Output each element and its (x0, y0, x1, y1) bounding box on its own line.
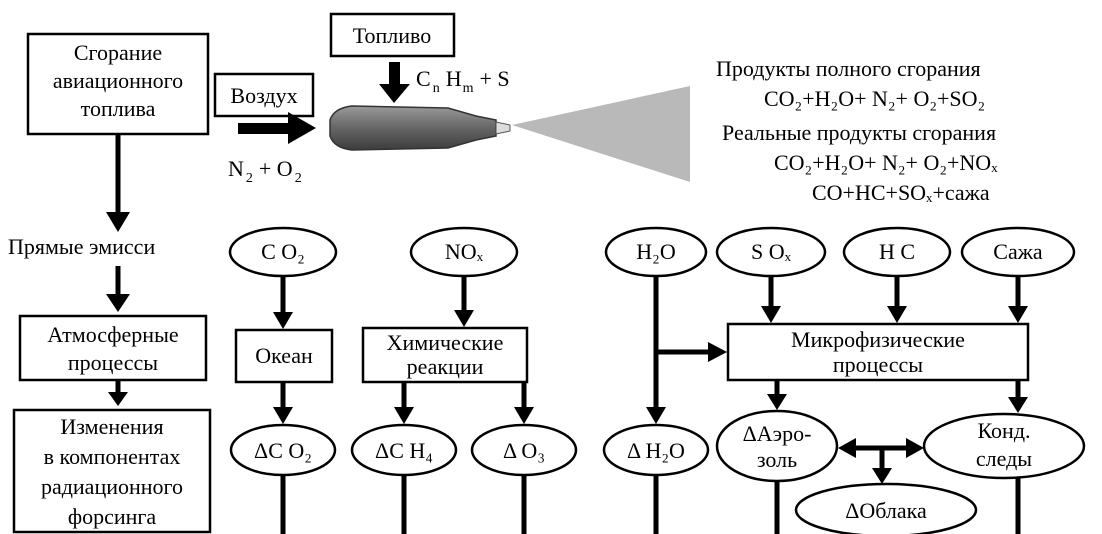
engine-nacelle (329, 105, 511, 151)
svg-text:Океан: Океан (255, 343, 313, 368)
svg-text:Конд.: Конд. (977, 418, 1030, 443)
chemical-reactions-box: Химические реакции (361, 326, 529, 384)
change-dch4: ΔC H₄ (350, 423, 458, 477)
svg-text:реакции: реакции (407, 354, 484, 379)
arrow-soot-micro (1008, 276, 1028, 323)
changes-line-4: форсинга (68, 504, 157, 529)
svg-text:Δ H₂O: Δ H₂O (627, 438, 685, 463)
svg-text:ΔОблака: ΔОблака (845, 498, 927, 523)
fuel-box: Топливо (329, 12, 456, 58)
microphysical-box: Микрофизические процессы (726, 322, 1030, 382)
svg-text:S Oₓ: S Oₓ (751, 239, 792, 264)
ocean-box: Океан (234, 328, 334, 384)
arrow-co2-ocean (273, 276, 293, 329)
svg-text:Химические: Химические (387, 330, 504, 355)
fuel-arrow (379, 62, 410, 103)
emission-hc: H C (842, 226, 952, 278)
svg-text:Воздух: Воздух (230, 83, 297, 108)
arrow-sox-micro (761, 276, 781, 323)
svg-text:ΔАэро-: ΔАэро- (743, 421, 812, 446)
atmospheric-processes-box: Атмосферные процессы (18, 314, 208, 382)
atmospheric-line-1: Атмосферные (47, 322, 178, 347)
arrow-h2o-dh2o (646, 276, 666, 424)
svg-text:Сажа: Сажа (993, 239, 1043, 264)
arrow-chem-dch4 (394, 382, 414, 424)
emission-nox: NOₓ (409, 226, 519, 278)
emission-h2o: H₂O (604, 226, 708, 278)
change-aerosol: ΔАэро- золь (715, 409, 839, 483)
full-products-formula: CO₂+H₂O+ N₂+ O₂+SO₂ (764, 86, 985, 111)
real-products-formula-1: CO₂+H₂O+ N₂+ O₂+NOₓ (774, 150, 998, 175)
forcing-changes-box: Изменения в компонентах радиационного фо… (12, 408, 212, 534)
changes-line-2: в компонентах (44, 444, 181, 469)
arrow-micro-aerosol (767, 380, 787, 410)
svg-text:ΔC O₂: ΔC O₂ (254, 438, 312, 463)
change-dh2o: Δ H₂O (602, 423, 710, 477)
real-products-formula-2: CO+HC+SOₓ+сажа (812, 180, 990, 205)
exhaust-plume (512, 86, 690, 182)
arrow-chem-do3 (514, 382, 534, 424)
left-arrow-2 (106, 266, 130, 312)
svg-text:H C: H C (879, 239, 915, 264)
left-arrow-3 (108, 380, 128, 406)
arrow-aerosol-contrails (838, 438, 924, 458)
combustion-line-2: авиационного (53, 68, 183, 93)
emission-co2: C O₂ (228, 226, 338, 278)
change-do3: Δ O₃ (470, 423, 578, 477)
svg-text:H₂O: H₂O (636, 239, 675, 264)
svg-text:процессы: процессы (833, 352, 923, 377)
svg-text:Микрофизические: Микрофизические (791, 327, 965, 352)
air-box: Воздух (213, 72, 315, 118)
combustion-line-1: Сгорание (74, 40, 162, 65)
emission-sox: S Oₓ (715, 226, 827, 278)
svg-text:C O₂: C O₂ (261, 239, 305, 264)
change-dco2: ΔC O₂ (229, 423, 337, 477)
real-products-title: Реальные продукты сгорания (722, 120, 996, 145)
arrow-hc-micro (887, 276, 907, 323)
change-contrails: Конд. следы (922, 412, 1086, 480)
svg-text:NOₓ: NOₓ (445, 239, 484, 264)
changes-line-1: Изменения (60, 414, 163, 439)
output-lines (280, 475, 1021, 534)
emission-soot: Сажа (960, 226, 1076, 278)
svg-text:ΔC H₄: ΔC H₄ (375, 438, 433, 463)
svg-text:Топливо: Топливо (353, 23, 432, 48)
changes-line-3: радиационного (41, 474, 183, 499)
arrow-h2o-micro (656, 342, 727, 362)
svg-text:Δ O₃: Δ O₃ (503, 438, 545, 463)
svg-text:следы: следы (976, 446, 1032, 471)
arrow-micro-contrails (1008, 380, 1028, 413)
air-arrow (238, 112, 316, 144)
combustion-line-3: топлива (81, 96, 156, 121)
arrow-to-clouds (872, 450, 892, 484)
svg-text:золь: золь (757, 447, 797, 472)
arrow-nox-chem (454, 276, 474, 327)
direct-emissions-label: Прямые эмисси (8, 234, 155, 259)
change-clouds: ΔОблака (794, 482, 978, 534)
combustion-box: Сгорание авиационного топлива (26, 32, 210, 136)
arrow-ocean-dco2 (273, 382, 293, 424)
left-arrow-1 (106, 134, 130, 232)
atmospheric-line-2: процессы (68, 350, 158, 375)
full-products-title: Продукты полного сгорания (716, 56, 981, 81)
